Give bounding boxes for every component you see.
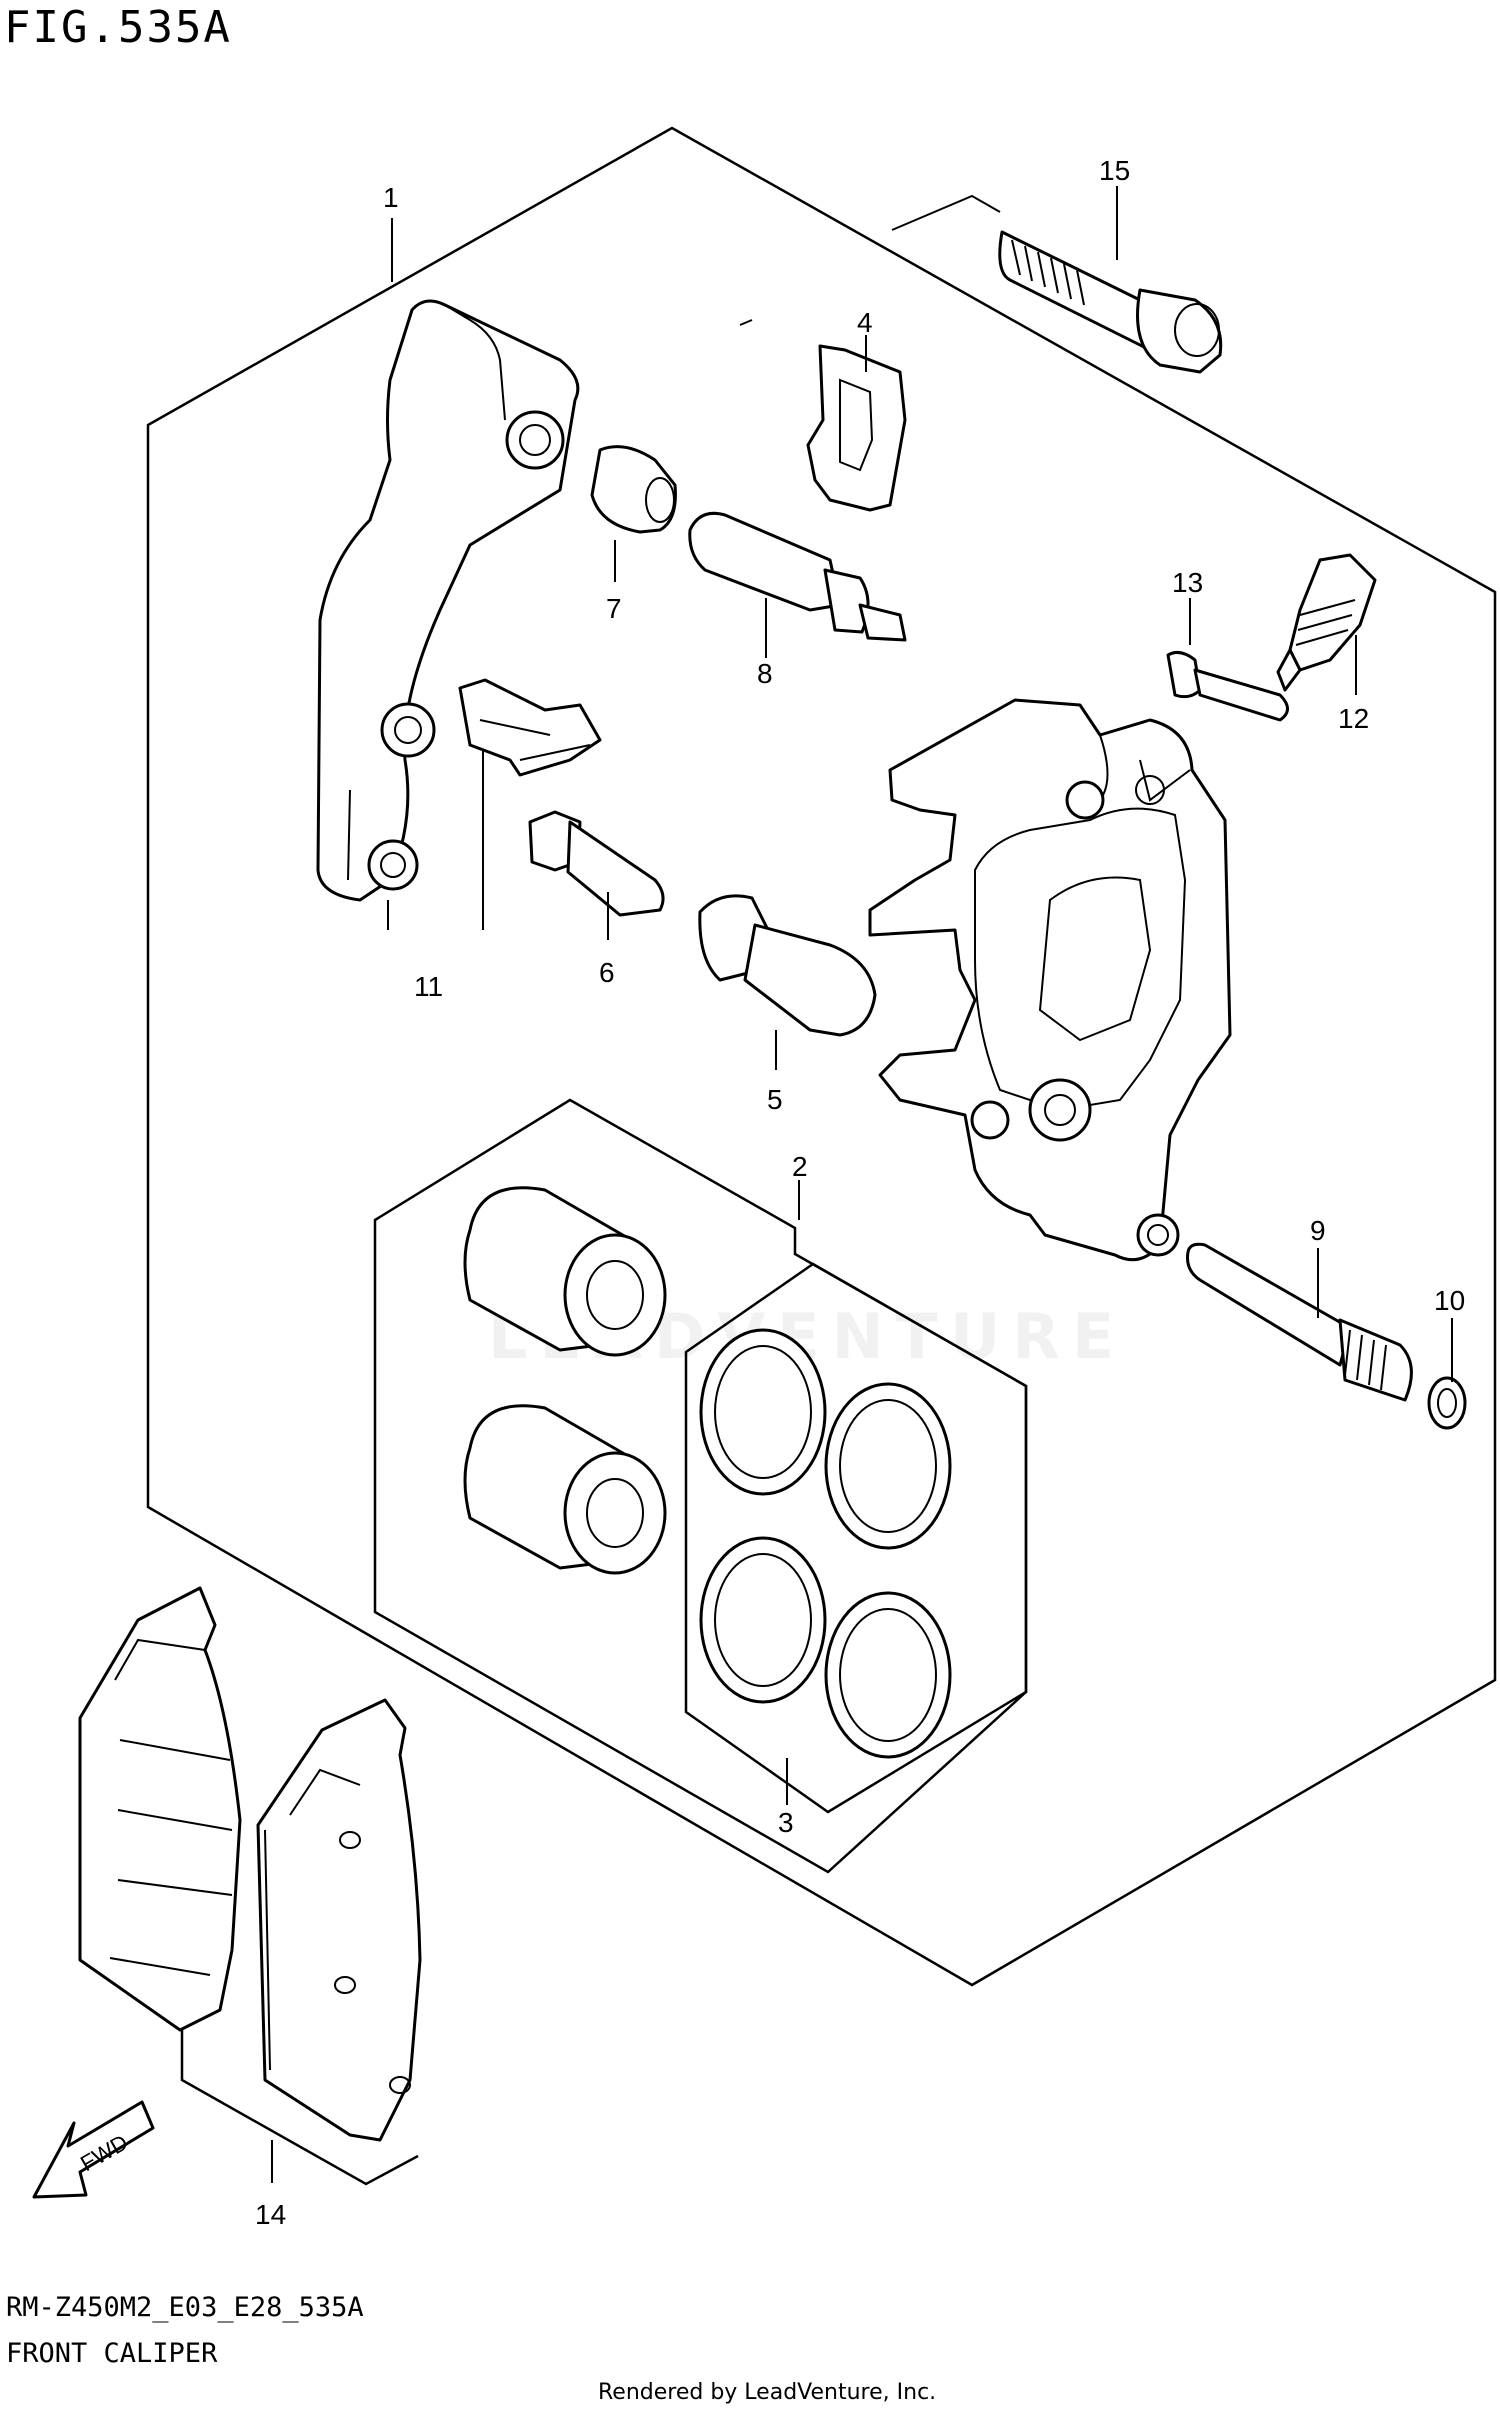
callout-13: 13 — [1172, 567, 1203, 598]
leader-lines — [271, 186, 1453, 2183]
callout-3: 3 — [778, 1807, 794, 1838]
callout-4: 4 — [857, 307, 873, 338]
o-rings — [699, 1328, 952, 1759]
rendered-by: Rendered by LeadVenture, Inc. — [598, 2380, 937, 2405]
slide-pin-lower — [528, 810, 665, 917]
sleeve — [698, 894, 877, 1037]
pad-kit-outline — [180, 2030, 419, 2186]
fwd-arrow-icon: FWD — [32, 2100, 155, 2199]
caliper-body — [868, 698, 1232, 1262]
bolt-bracket-line — [891, 194, 1001, 231]
model-code: RM-Z450M2_E03_E28_535A — [6, 2292, 364, 2323]
callout-11: 11 — [414, 971, 443, 1002]
caliper-bracket — [316, 299, 580, 902]
callout-15: 15 — [1099, 155, 1130, 186]
callout-7: 7 — [606, 593, 622, 624]
callout-1: 1 — [383, 182, 399, 213]
pin — [1186, 1242, 1413, 1402]
figure-name: FRONT CALIPER — [6, 2338, 218, 2369]
callout-5: 5 — [767, 1084, 783, 1115]
brake-pads — [78, 1586, 422, 2142]
bleeder-cap — [1166, 650, 1289, 722]
pad-retainer — [458, 678, 602, 777]
pistons — [463, 1186, 667, 1575]
callout-2: 2 — [792, 1151, 808, 1182]
callout-10: 10 — [1434, 1285, 1465, 1316]
bolt — [998, 230, 1223, 374]
boot — [590, 445, 677, 534]
callout-9: 9 — [1310, 1215, 1326, 1246]
figure-title: FIG.535A — [4, 2, 232, 53]
plug — [1427, 1376, 1467, 1430]
callout-8: 8 — [757, 658, 773, 689]
callout-14: 14 — [255, 2199, 286, 2230]
bleeder-valve — [1276, 553, 1377, 692]
callout-6: 6 — [599, 957, 615, 988]
slide-pin-upper — [688, 511, 907, 642]
pad-spring — [806, 344, 907, 512]
oring-kit-outline — [684, 1262, 1028, 1814]
callout-labels: 1 2 3 4 5 6 7 8 9 10 12 13 11 14 15 — [255, 155, 1465, 2230]
callout-12: 12 — [1338, 703, 1369, 734]
assembly-outline — [146, 126, 1497, 1987]
